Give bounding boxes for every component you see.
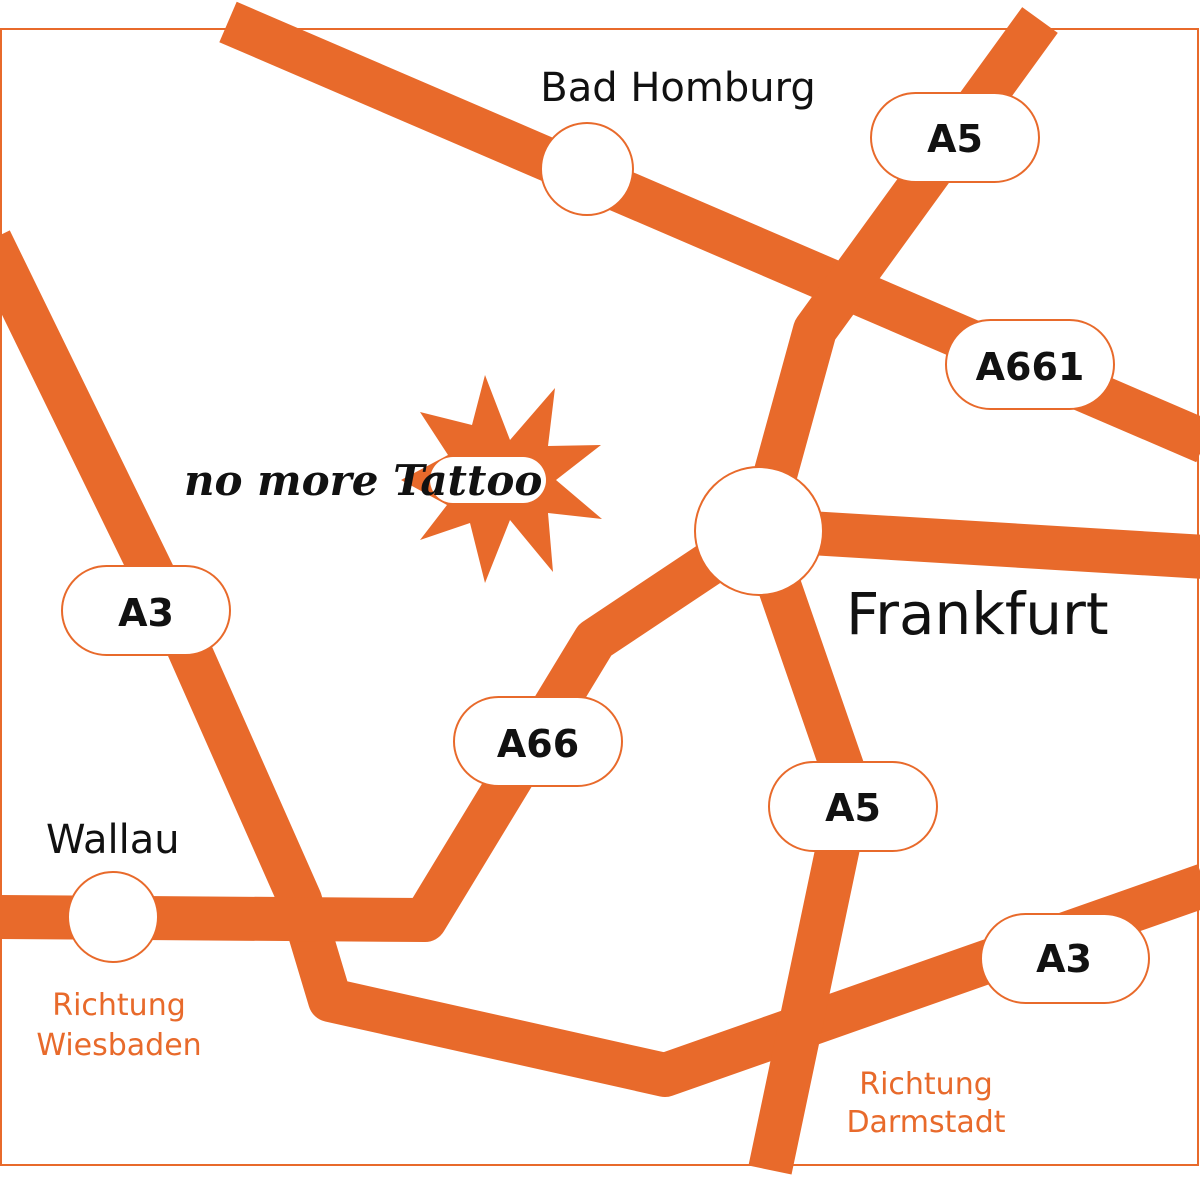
junction-wallau (67, 871, 159, 963)
shield-a3-west: A3 (61, 565, 231, 656)
shield-a3-south: A3 (980, 913, 1150, 1004)
city-wallau: Wallau (46, 817, 180, 863)
shield-a5-north-label: A5 (927, 117, 983, 161)
city-frankfurt: Frankfurt (846, 580, 1109, 648)
shield-a66-label: A66 (497, 722, 579, 766)
shield-a3-west-label: A3 (118, 591, 174, 635)
direction-wiesbaden-line1: Richtung (52, 988, 186, 1023)
junction-frankfurt (694, 466, 824, 596)
junction-bad-homburg (540, 122, 634, 216)
shield-a5-north: A5 (870, 92, 1040, 183)
shield-a5-south: A5 (768, 761, 938, 852)
location-name: no more Tattoo (184, 456, 542, 505)
direction-darmstadt-line1: Richtung (859, 1067, 993, 1102)
road-frankfurt-east (758, 508, 1200, 579)
direction-wiesbaden-line2: Wiesbaden (36, 1028, 201, 1063)
location-label-pill (430, 457, 546, 503)
shield-a661: A661 (945, 319, 1115, 410)
shield-a66: A66 (453, 696, 623, 787)
shield-a5-south-label: A5 (825, 786, 881, 830)
shield-a3-south-label: A3 (1036, 937, 1092, 981)
city-bad-homburg: Bad Homburg (540, 65, 815, 111)
shield-a661-label: A661 (976, 345, 1085, 389)
direction-darmstadt-line2: Darmstadt (846, 1105, 1005, 1140)
